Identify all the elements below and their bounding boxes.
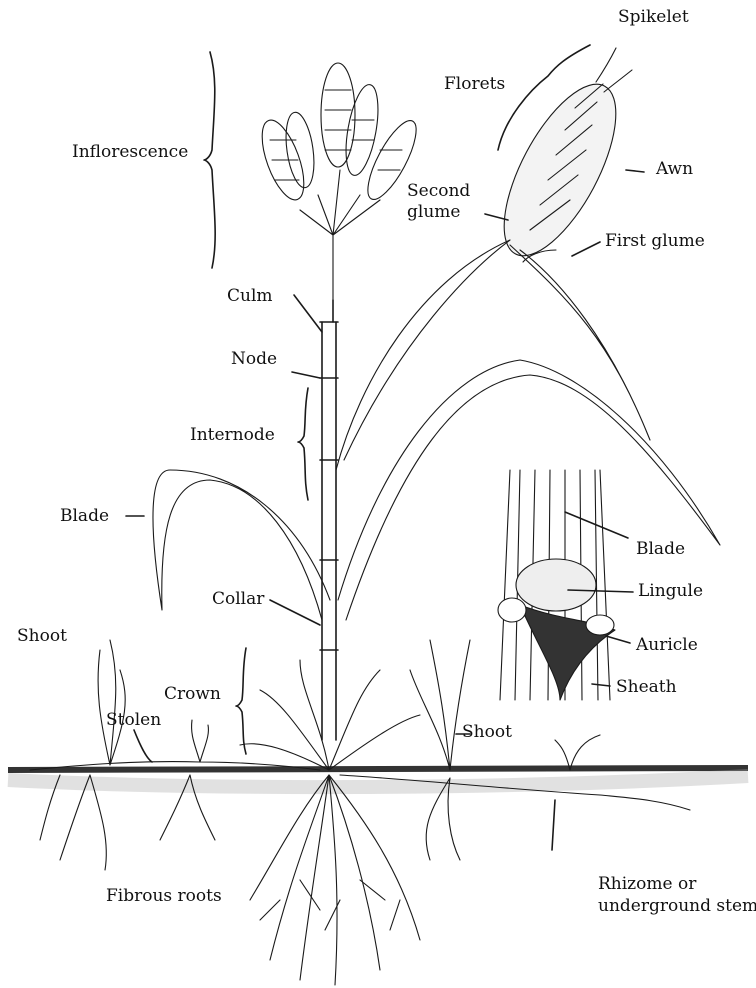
inflorescence-brace bbox=[204, 52, 215, 268]
label-first-glume: First glume bbox=[605, 232, 705, 252]
label-rhizome-line2: underground stem bbox=[598, 897, 756, 917]
label-collar: Collar bbox=[212, 590, 264, 610]
label-crown: Crown bbox=[164, 685, 221, 705]
rhizome-and-shoot bbox=[340, 640, 690, 860]
culm bbox=[320, 300, 338, 740]
label-auricle: Auricle bbox=[636, 636, 698, 656]
inflorescence bbox=[254, 63, 425, 300]
label-blade-inset: Blade bbox=[636, 540, 685, 560]
label-blade: Blade bbox=[60, 507, 109, 527]
crown-tuft bbox=[240, 660, 420, 770]
stolon-and-shoots bbox=[30, 640, 320, 870]
crown-brace bbox=[236, 648, 246, 754]
label-fibrous-roots: Fibrous roots bbox=[106, 887, 222, 907]
label-awn: Awn bbox=[656, 160, 693, 180]
fibrous-roots bbox=[250, 775, 420, 985]
internode-brace bbox=[298, 388, 308, 500]
label-inflorescence: Inflorescence bbox=[72, 143, 188, 163]
label-rhizome-line1: Rhizome or bbox=[598, 875, 696, 895]
label-second-glume-line1: Second bbox=[407, 182, 470, 202]
label-stolen: Stolen bbox=[106, 711, 161, 731]
label-node: Node bbox=[231, 350, 277, 370]
label-shoot-left: Shoot bbox=[17, 627, 67, 647]
label-shoot-right: Shoot bbox=[462, 723, 512, 743]
ligule-inset bbox=[498, 470, 615, 700]
label-spikelet: Spikelet bbox=[618, 8, 689, 28]
label-florets: Florets bbox=[444, 75, 505, 95]
label-lingule: Lingule bbox=[638, 582, 703, 602]
pointer-lines bbox=[126, 170, 644, 850]
label-culm: Culm bbox=[227, 287, 273, 307]
label-internode: Internode bbox=[190, 426, 275, 446]
label-second-glume-line2: glume bbox=[407, 203, 460, 223]
label-sheath: Sheath bbox=[616, 678, 677, 698]
